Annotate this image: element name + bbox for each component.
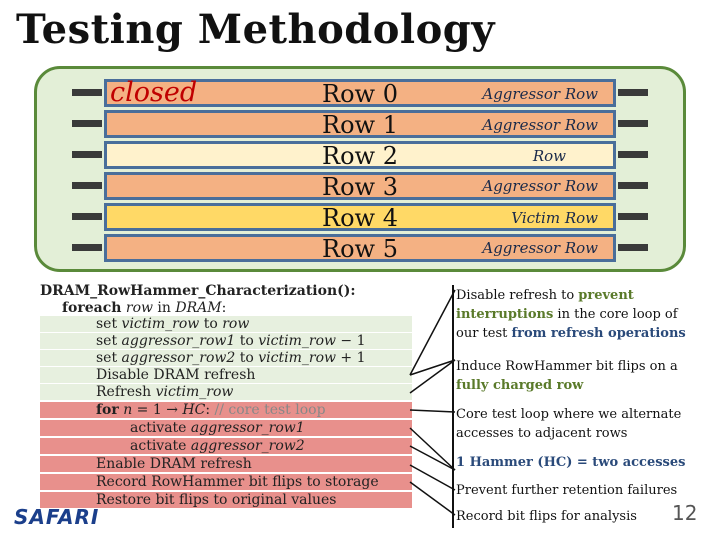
row-label: Row 3	[322, 173, 398, 201]
right-pin	[618, 182, 648, 189]
connector-line	[409, 359, 456, 376]
dram-row-1	[104, 110, 616, 138]
row-role: Aggressor Row	[482, 239, 598, 257]
left-pin	[72, 182, 102, 189]
left-pin	[72, 151, 102, 158]
code-line: set aggressor_row1 to victim_row − 1	[40, 333, 412, 350]
right-pin	[618, 151, 648, 158]
connector-line	[409, 289, 456, 376]
connector-line	[409, 409, 456, 413]
left-pin	[72, 120, 102, 127]
dram-row-0	[104, 79, 616, 107]
note-induce-flips: Induce RowHammer bit flips on a fully ch…	[456, 359, 678, 393]
note-hammer-count: 1 Hammer (HC) = two accesses	[456, 455, 686, 470]
code-foreach-line: foreach row in DRAM:	[62, 300, 227, 316]
right-pin	[618, 244, 648, 251]
connector-line	[409, 481, 456, 516]
connector-line	[409, 464, 456, 491]
row-label: Row 5	[322, 235, 398, 263]
row-role: Aggressor Row	[482, 116, 598, 134]
closed-label: closed	[110, 77, 198, 108]
note-record-flips: Record bit flips for analysis	[456, 509, 637, 524]
row-label: Row 2	[322, 142, 398, 170]
code-line: activate aggressor_row2	[40, 438, 412, 455]
row-role: Aggressor Row	[482, 85, 598, 103]
code-line: set aggressor_row2 to victim_row + 1	[40, 350, 412, 367]
code-line: Disable DRAM refresh	[40, 367, 412, 384]
code-line: Restore bit flips to original values	[40, 492, 412, 509]
note-core-loop: Core test loop where we alternate access…	[456, 407, 682, 441]
left-pin	[72, 244, 102, 251]
right-pin	[618, 89, 648, 96]
dram-row-5	[104, 234, 616, 262]
code-line: Record RowHammer bit flips to storage	[40, 474, 412, 491]
row-label: Row 1	[322, 111, 398, 139]
code-for-loop-line: for n = 1 → HC: // core test loop	[40, 402, 412, 419]
connector-line	[409, 359, 456, 394]
code-line: Enable DRAM refresh	[40, 456, 412, 473]
left-pin	[72, 89, 102, 96]
dram-row-4	[104, 203, 616, 231]
connector-line	[409, 445, 456, 471]
page-number: 12	[672, 501, 698, 525]
row-role: Victim Row	[511, 209, 598, 227]
code-line: set victim_row to row	[40, 316, 412, 333]
row-role: Row	[532, 147, 566, 165]
row-role: Aggressor Row	[482, 177, 598, 195]
note-prevent-retention: Prevent further retention failures	[456, 483, 678, 498]
right-pin	[618, 120, 648, 127]
dram-row-3	[104, 172, 616, 200]
left-pin	[72, 213, 102, 220]
code-function-signature: DRAM_RowHammer_Characterization():	[40, 283, 356, 299]
note-disable-refresh: Disable refresh to prevent interruptions…	[456, 288, 686, 341]
dram-row-2	[104, 141, 616, 169]
safari-logo: SAFARI	[14, 505, 100, 529]
connector-line	[409, 427, 456, 471]
row-label: Row 4	[322, 204, 398, 232]
row-label: Row 0	[322, 80, 398, 108]
code-line: Refresh victim_row	[40, 384, 412, 401]
right-pin	[618, 213, 648, 220]
slide-title: Testing Methodology	[16, 6, 495, 53]
code-line: activate aggressor_row1	[40, 420, 412, 437]
